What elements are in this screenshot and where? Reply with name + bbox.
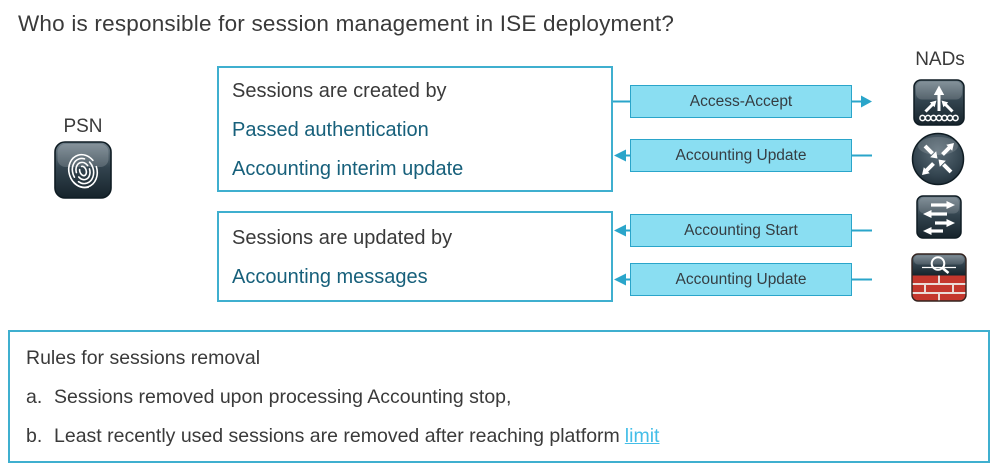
psn-label: PSN <box>63 116 103 137</box>
wireless-controller-icon <box>913 79 965 131</box>
flow-label-accounting-start: Accounting Start <box>630 214 852 247</box>
rule-a-prefix: a. <box>26 386 43 408</box>
sessions-updated-item: Accounting messages <box>232 265 428 288</box>
rules-heading: Rules for sessions removal <box>26 347 261 369</box>
sessions-created-box: Sessions are created by Passed authentic… <box>217 66 613 192</box>
flow-label-accounting-update-1: Accounting Update <box>630 139 852 172</box>
rule-item-b: b. Least recently used sessions are remov… <box>26 417 978 456</box>
switch-icon <box>916 195 962 244</box>
sessions-created-heading: Sessions are created by <box>232 79 447 102</box>
sessions-updated-box: Sessions are updated by Accounting messa… <box>217 211 613 302</box>
flow-label-accounting-update-2: Accounting Update <box>630 263 852 296</box>
sessions-created-item: Accounting interim update <box>232 157 464 180</box>
page-title: Who is responsible for session managemen… <box>18 11 675 36</box>
platform-limit-link[interactable]: limit <box>624 425 660 447</box>
sessions-updated-heading: Sessions are updated by <box>232 226 453 249</box>
nads-label: NADs <box>915 49 965 70</box>
rule-b-text: Least recently used sessions are removed… <box>54 425 620 447</box>
firewall-icon <box>911 253 967 307</box>
session-removal-rules-box: Rules for sessions removal a. Sessions re… <box>8 330 990 463</box>
fingerprint-icon <box>54 141 112 204</box>
rule-a-text: Sessions removed upon processing Account… <box>54 386 512 408</box>
router-icon <box>911 132 965 191</box>
rule-b-prefix: b. <box>26 425 43 447</box>
sessions-created-item: Passed authentication <box>232 118 429 141</box>
rule-item-a: a. Sessions removed upon processing Accou… <box>26 378 978 417</box>
flow-label-access-accept: Access-Accept <box>630 85 852 118</box>
